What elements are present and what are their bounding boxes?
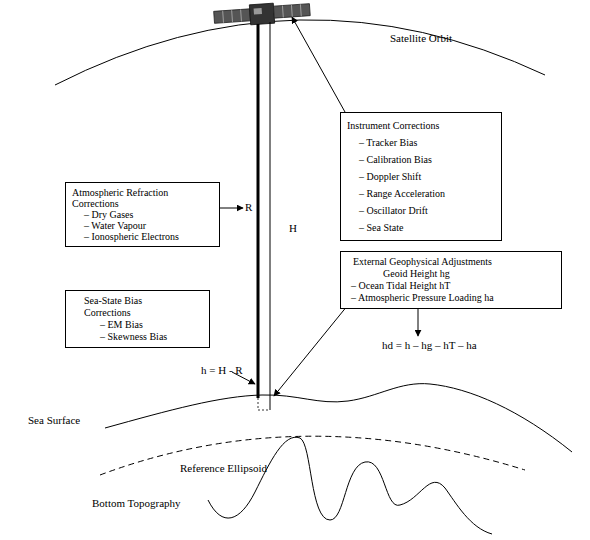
list-item: – Calibration Bias xyxy=(347,151,495,168)
list-item: – Ocean Tidal Height hT xyxy=(347,280,555,292)
panel-line xyxy=(282,6,284,18)
diagram-label: R xyxy=(245,201,252,213)
diagram-label: H xyxy=(289,222,297,234)
diagram-label: h = H - R xyxy=(201,364,243,376)
diagram-label: Reference Ellipsoid xyxy=(180,462,267,474)
solar-panel xyxy=(214,9,251,23)
reference-ellipsoid xyxy=(100,436,525,475)
sea-surface xyxy=(105,384,572,452)
correction-box: Atmospheric Refraction Corrections– Dry … xyxy=(65,182,220,247)
list-item: – Doppler Shift xyxy=(347,168,495,185)
correction-box: External Geophysical AdjustmentsGeoid He… xyxy=(340,251,562,309)
bottom-topography xyxy=(208,437,492,534)
box-heading: Instrument Corrections xyxy=(347,117,495,134)
leader-arrow xyxy=(418,306,419,336)
solar-panel xyxy=(273,4,310,18)
height-line xyxy=(270,22,271,410)
satellite-orbit xyxy=(55,20,545,85)
list-item: – Dry Gases xyxy=(72,209,213,220)
satellite-body xyxy=(249,3,274,25)
range-line xyxy=(257,24,260,398)
leader-arrow xyxy=(292,17,345,112)
diagram-label: Sea Surface xyxy=(28,414,80,426)
list-item: – Range Acceleration xyxy=(347,185,495,202)
panel-line xyxy=(291,5,293,17)
list-item: Geoid Height hg xyxy=(347,268,555,280)
correction-box: Instrument Corrections– Tracker Bias– Ca… xyxy=(340,112,502,241)
box-heading: Atmospheric Refraction Corrections xyxy=(72,187,184,209)
diagram-label: hd = h – hg – hT – ha xyxy=(382,339,477,351)
diagram-label: Satellite Orbit xyxy=(390,32,452,44)
leader-arrow xyxy=(220,208,243,209)
list-item: – EM Bias xyxy=(72,319,203,331)
list-item: – Tracker Bias xyxy=(347,134,495,151)
bracket-line xyxy=(258,410,270,411)
panel-line xyxy=(240,9,242,21)
list-item: – Oscillator Drift xyxy=(347,202,495,219)
bracket-line xyxy=(258,398,259,410)
panel-line xyxy=(231,10,233,22)
panel-line xyxy=(222,11,224,23)
panel-line xyxy=(300,4,302,16)
list-item: – Skewness Bias xyxy=(72,331,203,343)
box-heading: Sea-State Bias Corrections xyxy=(72,295,164,319)
satellite-detail xyxy=(254,8,262,15)
diagram-label: Bottom Topography xyxy=(92,497,181,509)
leader-arrow xyxy=(274,300,352,396)
box-heading: External Geophysical Adjustments xyxy=(347,256,555,268)
list-item: – Atmospheric Pressure Loading ha xyxy=(347,292,555,304)
list-item: – Ionospheric Electrons xyxy=(72,231,213,242)
list-item: – Water Vapour xyxy=(72,220,213,231)
correction-box: Sea-State Bias Corrections– EM Bias– Ske… xyxy=(65,290,210,348)
list-item: – Sea State xyxy=(347,219,495,236)
